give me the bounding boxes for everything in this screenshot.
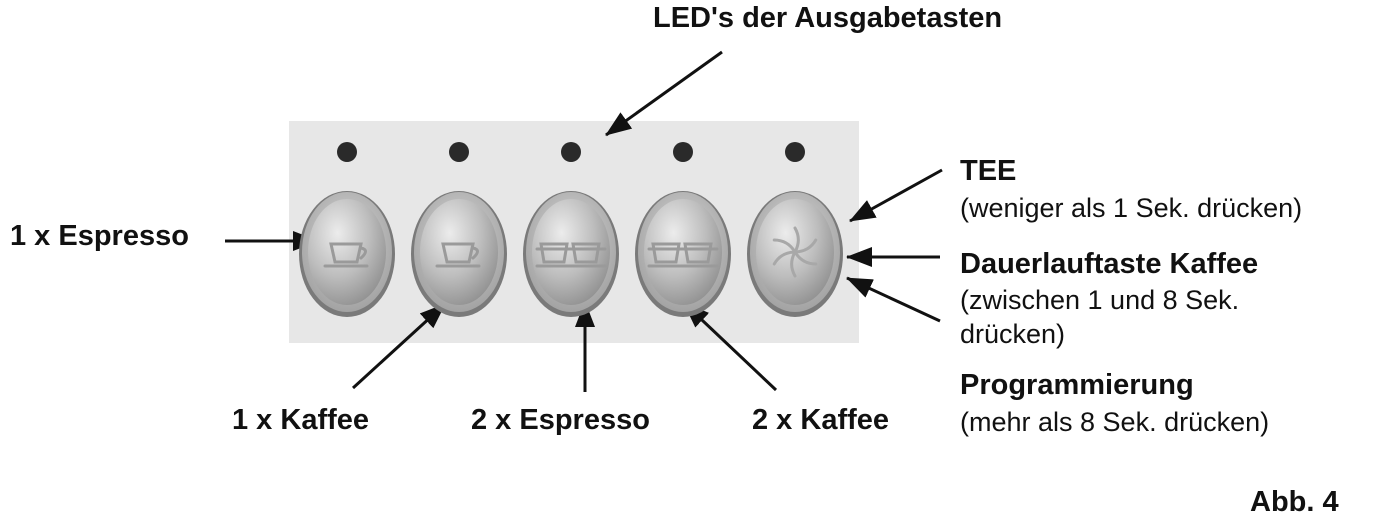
arrow-programmierung: [846, 276, 941, 323]
label-dauerlauftaste-note-1: (zwischen 1 und 8 Sek.: [960, 285, 1240, 315]
dispense-button[interactable]: [747, 191, 843, 317]
label-dauerlauftaste: Dauerlauftaste Kaffee: [960, 248, 1259, 280]
single-cup-icon: [323, 242, 369, 268]
label-1x-espresso: 1 x Espresso: [10, 220, 189, 252]
label-dauerlauftaste-note-2: drücken): [960, 319, 1066, 349]
tea-star-icon: [772, 226, 818, 278]
dispense-button[interactable]: [523, 191, 619, 317]
label-1x-kaffee: 1 x Kaffee: [232, 404, 370, 436]
label-programmierung: Programmierung: [960, 369, 1194, 401]
label-tee: TEE: [960, 155, 1017, 187]
arrow-1x-kaffee: [351, 302, 447, 390]
dispense-button[interactable]: [299, 191, 395, 317]
figure-label: Abb. 4: [1250, 486, 1339, 518]
double-cup-icon: [647, 242, 719, 268]
label-programmierung-note: (mehr als 8 Sek. drücken): [960, 407, 1270, 437]
arrow-led: [605, 50, 723, 137]
arrow-2x-kaffee: [682, 301, 778, 392]
double-cup-icon: [535, 242, 607, 268]
label-2x-kaffee: 2 x Kaffee: [752, 404, 890, 436]
single-cup-icon: [435, 242, 481, 268]
label-2x-espresso: 2 x Espresso: [471, 404, 650, 436]
diagram-title: LED's der Ausgabetasten: [653, 2, 1003, 34]
label-tee-note: (weniger als 1 Sek. drücken): [960, 193, 1303, 223]
arrow-tee: [849, 168, 943, 223]
dispense-button[interactable]: [411, 191, 507, 317]
dispense-button[interactable]: [635, 191, 731, 317]
